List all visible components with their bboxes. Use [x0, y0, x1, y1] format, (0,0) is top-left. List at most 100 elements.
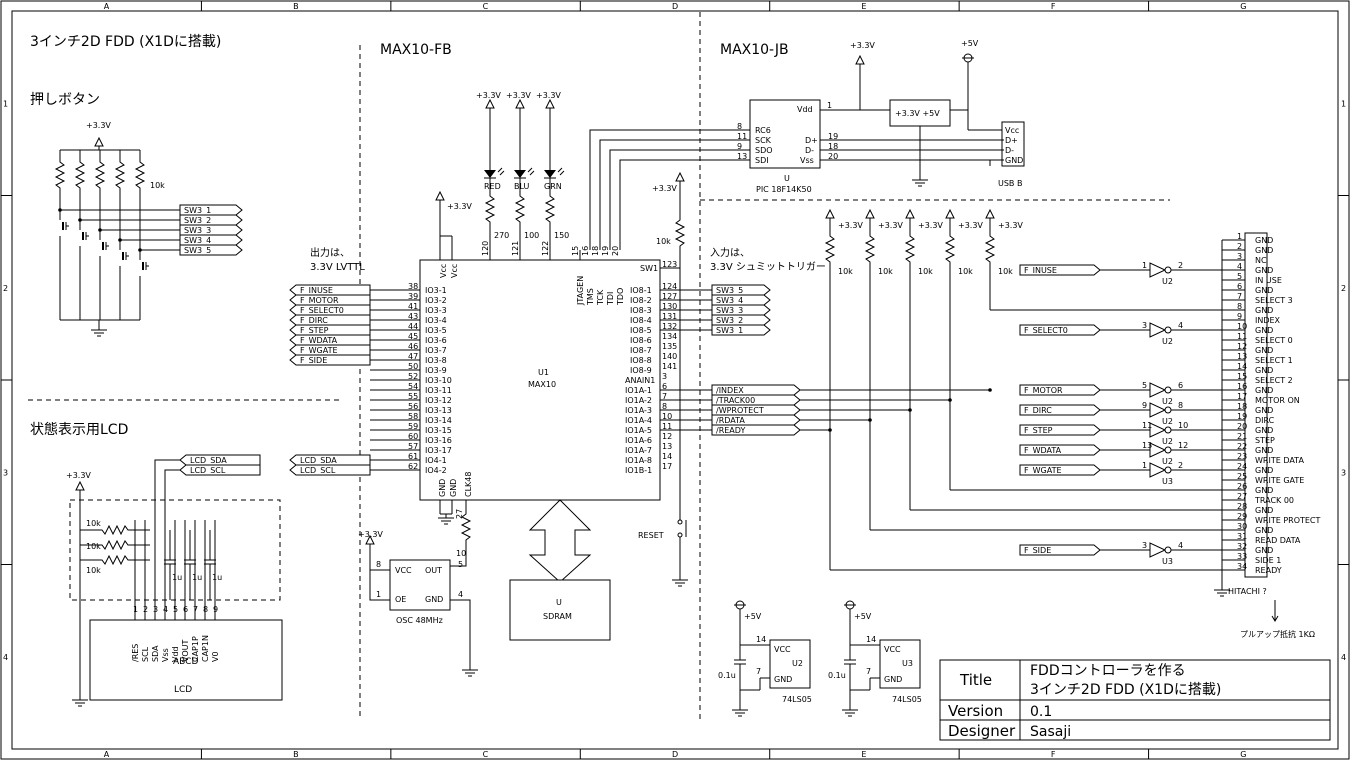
ls05-cap-value: 0.1u: [828, 671, 846, 680]
title-line-1: FDDコントローラを作る: [1030, 663, 1186, 679]
resistor: [80, 524, 150, 536]
lcd-label: LCD: [174, 685, 192, 695]
ground-symbol: [1214, 589, 1230, 597]
u1-pin-name: IO3-5: [425, 326, 447, 335]
u1-pin-name: IO8-7: [630, 346, 652, 355]
lcd-pin-num: 8: [203, 605, 208, 614]
fdd-pin-name: NC: [1255, 256, 1267, 265]
fdd-pin-num: 12: [1237, 342, 1247, 351]
u1-net-track00-text: /TRACK00: [716, 396, 755, 405]
u1-pin-num: 57: [408, 442, 418, 451]
fdd-pin-name: READY: [1255, 566, 1282, 575]
usb-pin-name: D-: [1005, 146, 1014, 155]
u1-pin-num: 127: [662, 292, 677, 301]
title-line-2: 3インチ2D FDD (X1Dに搭載): [1030, 682, 1221, 698]
fdd-pin-num: 6: [1237, 282, 1242, 291]
pic-ref: U: [784, 174, 790, 183]
u1-net-f-side: F_SIDE: [289, 354, 371, 366]
resistor: [514, 178, 526, 240]
fdd-pin-num: 2: [1237, 242, 1242, 251]
out-note-1: 出力は、: [310, 246, 350, 259]
version-label: Version: [948, 702, 1003, 720]
fdd-pin-num: 14: [1237, 362, 1247, 371]
col-mark-top: D: [672, 2, 678, 11]
osc-pin-4: 4: [458, 590, 463, 599]
pic-pin-name: D-: [805, 146, 814, 155]
u1-pin-name: IO8-3: [630, 306, 652, 315]
u1-net-f-wdata: F_WDATA: [289, 334, 371, 346]
pic-pin-name: RC6: [755, 126, 771, 135]
lcd-cap-value: 1u: [192, 573, 202, 582]
heading-button: 押しボタン: [30, 92, 100, 108]
u1-gnd-1: GND: [438, 479, 447, 497]
regulator-label: +3.3V +5V: [895, 109, 940, 118]
fdd-pin-name: GND: [1255, 546, 1273, 555]
version-value: 0.1: [1030, 704, 1052, 720]
u1-pin-name: IO4-2: [425, 466, 447, 475]
gate-net-f_inuse-text: F_INUSE: [1024, 266, 1057, 275]
u1-top-pin-name: TMS: [586, 288, 595, 306]
lcd-pin-name: SCL: [141, 646, 150, 662]
usb-pin-name: GND: [1005, 156, 1023, 165]
fdd-pin-num: 34: [1237, 562, 1247, 571]
designer-label: Designer: [948, 722, 1016, 740]
col-mark-bottom: B: [293, 750, 299, 759]
resistor: [864, 218, 876, 280]
ground-symbol: [672, 579, 688, 587]
pic-pin-name: Vss: [800, 156, 814, 165]
gate-ref: U2: [1162, 277, 1173, 286]
ground-symbol: [912, 179, 928, 187]
osc-vcc: VCC: [395, 566, 412, 575]
resistor: [544, 178, 556, 240]
pullup-res-value: 10k: [878, 267, 893, 276]
ls05-pin-7: 7: [866, 667, 871, 676]
osc-res-value: 10: [456, 549, 466, 558]
osc-gnd: GND: [425, 595, 443, 604]
u1-top-pin-name: JTAGEN: [576, 276, 585, 306]
lcd-pin-name: VOUT: [181, 640, 190, 662]
pic-pin-num: 20: [828, 152, 838, 161]
u1-pin-name: IO3-1: [425, 286, 447, 295]
u1-net-lcd-scl-text: LCD_SCL: [300, 466, 336, 475]
u1-pin-name: IO1A-3: [625, 406, 652, 415]
fdd-pin-name: GND: [1255, 426, 1273, 435]
lcd-res-value: 10k: [86, 542, 101, 551]
fdd-pin-num: 16: [1237, 382, 1247, 391]
gate-ref: U2: [1162, 397, 1173, 406]
usb-label: USB B: [998, 179, 1022, 188]
title-label: Title: [959, 671, 992, 689]
u1-pin-name: IO1A-2: [625, 396, 652, 405]
fdd-pin-name: STEP: [1255, 436, 1275, 445]
u1-pin-num: 45: [408, 332, 418, 341]
fdd-pin-name: GND: [1255, 446, 1273, 455]
pic-power-label: +3.3V: [850, 41, 875, 50]
pullup-res-value: 10k: [838, 267, 853, 276]
fdd-pin-num: 25: [1237, 472, 1247, 481]
lcd-pin-name: Vdd: [171, 646, 180, 662]
u1-top-pin-num: 19: [601, 246, 610, 256]
fdd-pin-name: GND: [1255, 386, 1273, 395]
led-power-label: +3.3V: [506, 91, 531, 100]
fdd-pin-num: 31: [1237, 532, 1247, 541]
u1-pin-num: 38: [408, 282, 418, 291]
u1-pin-num: 14: [662, 452, 672, 461]
gate-net-f_step-text: F_STEP: [1024, 426, 1053, 435]
gate-net-f_select0: F_SELECT0: [1019, 324, 1101, 336]
u1-pin-name: IO1A-5: [625, 426, 652, 435]
col-mark-bottom: C: [483, 750, 489, 759]
power-arrow-osc: [365, 534, 375, 545]
button-net-1-text: SW3_1: [184, 206, 211, 215]
u1-pin-name: IO3-11: [425, 386, 452, 395]
fdd-pin-name: GND: [1255, 266, 1273, 275]
u1-pin-name: IO8-4: [630, 316, 652, 325]
row-mark-right: 2: [1341, 284, 1346, 293]
fdd-pin-num: 10: [1237, 322, 1247, 331]
u1-net-sw3_1: SW3_1: [711, 324, 771, 336]
u1-net-sw3_2: SW3_2: [711, 314, 771, 326]
button-net-4-text: SW3_4: [184, 236, 211, 245]
pullup-res-value: 10k: [958, 267, 973, 276]
gate-ref: U2: [1162, 417, 1173, 426]
